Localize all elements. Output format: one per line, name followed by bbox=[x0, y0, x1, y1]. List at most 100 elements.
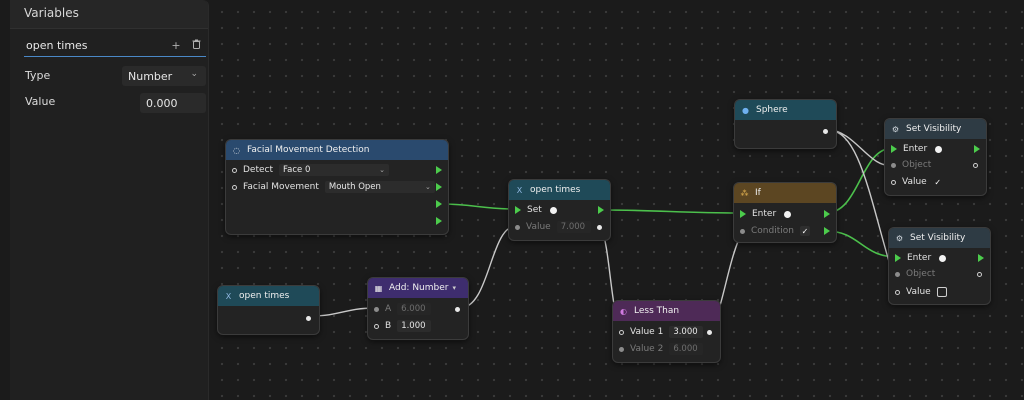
condition-checkbox[interactable]: ✓ bbox=[799, 226, 810, 236]
exec-out-pin[interactable] bbox=[436, 183, 442, 191]
node-less-than[interactable]: ◐ Less Than Value 1 3.000 Value 2 6.000 bbox=[612, 300, 721, 363]
node-sphere[interactable]: ● Sphere bbox=[734, 99, 837, 149]
set-row: Set bbox=[509, 202, 610, 218]
enter-toggle[interactable] bbox=[784, 210, 792, 218]
enter-toggle[interactable] bbox=[939, 254, 947, 262]
node-title: Less Than bbox=[634, 306, 680, 316]
value-label: Value bbox=[902, 177, 927, 187]
node-set-visibility-1[interactable]: ⚙ Set Visibility Enter Object Value ✓ bbox=[884, 118, 987, 196]
object-out-pin[interactable] bbox=[977, 271, 982, 277]
value-out-pin[interactable] bbox=[597, 224, 602, 230]
true-exec-out-pin[interactable] bbox=[824, 210, 830, 218]
value2-label: Value 2 bbox=[630, 344, 664, 354]
exec-out-pin[interactable] bbox=[974, 145, 980, 153]
false-exec-out-pin[interactable] bbox=[824, 227, 830, 235]
enter-label: Enter bbox=[752, 209, 777, 219]
node-if[interactable]: ⁂ If Enter Condition ✓ bbox=[733, 182, 837, 243]
result-out-pin[interactable] bbox=[707, 329, 712, 335]
exec-wire-set-to-if bbox=[599, 209, 741, 214]
facial-movement-pin[interactable] bbox=[232, 184, 237, 190]
sum-out-pin[interactable] bbox=[455, 306, 460, 312]
node-title: Add: Number bbox=[389, 283, 449, 293]
value-in-pin[interactable] bbox=[515, 224, 520, 230]
detect-select[interactable]: Face 0 ⌄ bbox=[279, 164, 390, 176]
input-b-row: B 1.000 bbox=[368, 318, 468, 334]
node-facial-movement-detection[interactable]: ◌ Facial Movement Detection Detect Face … bbox=[225, 139, 449, 235]
facial-movement-select[interactable]: Mouth Open ⌄ bbox=[324, 181, 435, 193]
value-row: Value bbox=[889, 284, 990, 300]
node-set-visibility-2[interactable]: ⚙ Set Visibility Enter Object Value bbox=[888, 227, 991, 305]
calculator-icon: ▦ bbox=[374, 283, 383, 293]
exec-in-pin[interactable] bbox=[891, 145, 897, 153]
exec-in-pin[interactable] bbox=[895, 254, 901, 262]
variable-name[interactable]: open times bbox=[26, 38, 88, 52]
node-header[interactable]: X open times bbox=[509, 180, 610, 200]
node-header[interactable]: X open times bbox=[218, 286, 319, 306]
value-out-pin[interactable] bbox=[306, 315, 311, 321]
node-get-variable[interactable]: X open times bbox=[217, 285, 320, 335]
input-a-label: A bbox=[385, 304, 392, 314]
exec-in-pin[interactable] bbox=[740, 210, 746, 218]
node-header[interactable]: ● Sphere bbox=[735, 100, 836, 120]
object-out-pin[interactable] bbox=[973, 162, 978, 168]
value-input[interactable]: 0.000 bbox=[140, 93, 206, 113]
input-b-value[interactable]: 1.000 bbox=[397, 320, 432, 332]
value1-row: Value 1 3.000 bbox=[613, 324, 720, 340]
node-header[interactable]: ◌ Facial Movement Detection bbox=[226, 140, 448, 160]
output-row bbox=[735, 123, 836, 139]
type-select[interactable]: Number ⌄ bbox=[122, 66, 206, 86]
exec-out-pin[interactable] bbox=[598, 206, 604, 214]
detect-pin[interactable] bbox=[232, 167, 237, 173]
input-b-pin[interactable] bbox=[374, 323, 379, 329]
node-header[interactable]: ⁂ If bbox=[734, 183, 836, 203]
add-icon[interactable]: + bbox=[171, 38, 181, 52]
input-a-pin[interactable] bbox=[374, 306, 379, 312]
delete-icon[interactable] bbox=[186, 39, 206, 52]
node-set-variable[interactable]: X open times Set Value 7.000 bbox=[508, 179, 611, 241]
detect-label: Detect bbox=[243, 165, 274, 175]
exec-out-pin[interactable] bbox=[436, 166, 442, 174]
value1-pin[interactable] bbox=[619, 329, 624, 335]
sphere-icon: ● bbox=[742, 105, 749, 115]
object-in-pin[interactable] bbox=[895, 271, 900, 277]
chevron-down-icon: ⌄ bbox=[190, 69, 198, 79]
value-in-pin[interactable] bbox=[891, 179, 896, 185]
value-field[interactable]: 7.000 bbox=[556, 221, 591, 233]
object-in-pin[interactable] bbox=[891, 162, 896, 168]
value2-pin[interactable] bbox=[619, 346, 624, 352]
variable-x-icon: X bbox=[225, 291, 232, 301]
input-b-label: B bbox=[385, 321, 392, 331]
exec-out-pin[interactable] bbox=[436, 217, 442, 225]
value-row: Value 7.000 bbox=[509, 219, 610, 235]
chevron-down-icon: ⌄ bbox=[425, 183, 431, 191]
node-header[interactable]: ▦ Add: Number ▾ bbox=[368, 278, 468, 298]
node-header[interactable]: ⚙ Set Visibility bbox=[885, 119, 986, 139]
detect-row: Detect Face 0 ⌄ bbox=[226, 162, 448, 178]
node-title: Set Visibility bbox=[906, 124, 962, 134]
object-label: Object bbox=[902, 160, 932, 170]
enter-toggle[interactable] bbox=[935, 145, 943, 153]
value2-field[interactable]: 6.000 bbox=[669, 343, 704, 355]
node-header[interactable]: ⚙ Set Visibility bbox=[889, 228, 990, 248]
value1-field[interactable]: 3.000 bbox=[669, 326, 704, 338]
condition-pin[interactable] bbox=[740, 228, 745, 234]
node-title: open times bbox=[530, 185, 581, 195]
exec-out-pin[interactable] bbox=[978, 254, 984, 262]
node-header[interactable]: ◐ Less Than bbox=[613, 301, 720, 321]
variable-name-row[interactable]: open times + bbox=[24, 34, 206, 57]
node-add-number[interactable]: ▦ Add: Number ▾ A 6.000 B 1.000 bbox=[367, 277, 469, 340]
value-in-pin[interactable] bbox=[895, 289, 900, 295]
enter-label: Enter bbox=[903, 144, 928, 154]
value-checkbox-unchecked[interactable] bbox=[936, 287, 947, 297]
input-a-value[interactable]: 6.000 bbox=[397, 303, 432, 315]
set-toggle[interactable] bbox=[549, 206, 557, 214]
value-label: Value bbox=[526, 222, 551, 232]
value-checkbox-checked[interactable]: ✓ bbox=[934, 177, 942, 187]
gear-icon: ⚙ bbox=[891, 124, 900, 134]
type-select-value: Number bbox=[128, 69, 173, 83]
object-out-pin[interactable] bbox=[823, 128, 828, 134]
exec-out-pin[interactable] bbox=[436, 200, 442, 208]
chevron-down-icon[interactable]: ▾ bbox=[452, 284, 456, 292]
exec-in-pin[interactable] bbox=[515, 206, 521, 214]
value-row: Value ✓ bbox=[885, 174, 986, 190]
